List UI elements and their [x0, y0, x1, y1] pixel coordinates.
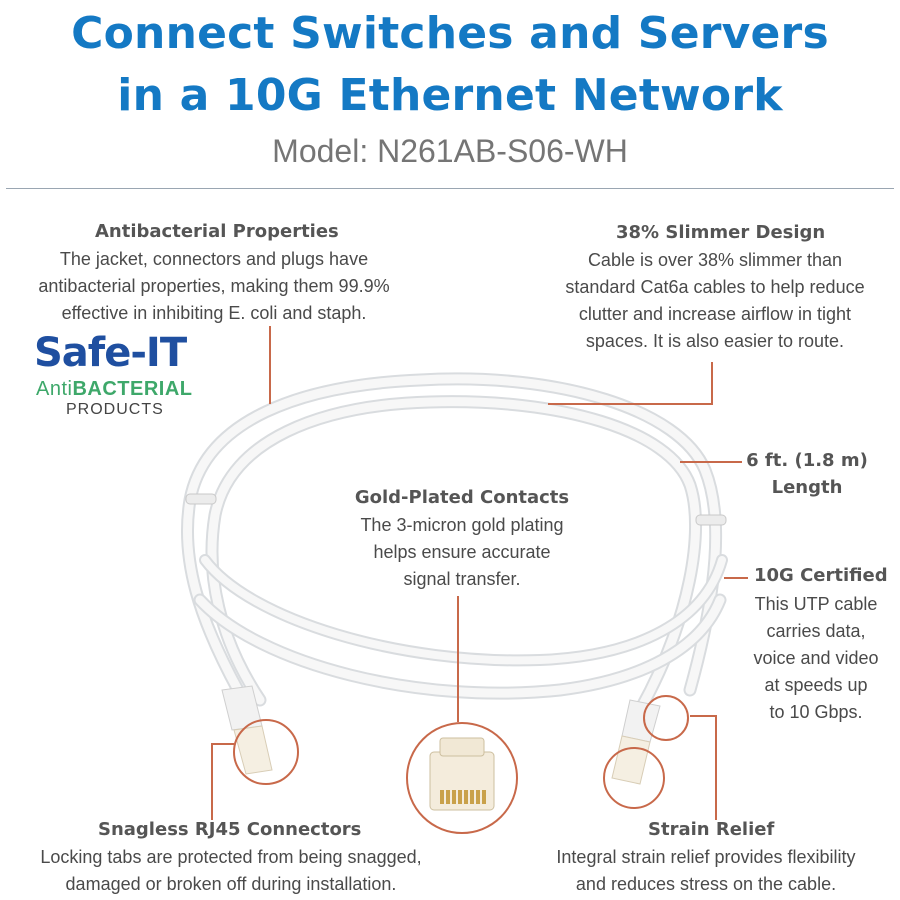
snagless-line: damaged or broken off during installatio…: [65, 874, 397, 894]
certified-text: This UTP cable carries data, voice and v…: [736, 591, 896, 726]
strain-relief-callout-circle: [643, 695, 689, 741]
safe-it-logo: Safe-IT: [34, 330, 187, 376]
gold-line: signal transfer.: [403, 569, 521, 589]
slimmer-title: 38% Slimmer Design: [616, 222, 826, 243]
length-value: 6 ft. (1.8 m): [746, 450, 868, 471]
strain-title: Strain Relief: [648, 819, 775, 840]
certified-line: voice and video: [753, 648, 879, 668]
antibacterial-line: effective in inhibiting E. coli and stap…: [61, 303, 367, 323]
snagless-title: Snagless RJ45 Connectors: [98, 819, 362, 840]
strain-text: Integral strain relief provides flexibil…: [514, 844, 898, 898]
slimmer-leader: [548, 362, 713, 405]
certified-line: to 10 Gbps.: [769, 702, 863, 722]
cable-tie-right: [695, 514, 727, 526]
snagless-line: Locking tabs are protected from being sn…: [40, 847, 422, 867]
certified-line: carries data,: [766, 621, 866, 641]
gold-line: helps ensure accurate: [373, 542, 551, 562]
antibacterial-title: Antibacterial Properties: [95, 221, 339, 242]
strain-line: and reduces stress on the cable.: [575, 874, 837, 894]
rj45-plug-closeup: [429, 737, 495, 811]
antibacterial-line: The jacket, connectors and plugs have: [59, 249, 369, 269]
slimmer-line: spaces. It is also easier to route.: [585, 331, 845, 351]
slimmer-line: Cable is over 38% slimmer than: [587, 250, 843, 270]
certified-line: This UTP cable: [754, 594, 878, 614]
model-number: Model: N261AB-S06-WH: [272, 133, 628, 169]
gold-line: The 3-micron gold plating: [360, 515, 564, 535]
gold-title: Gold-Plated Contacts: [354, 487, 570, 508]
headline-line-1: Connect Switches and Servers: [71, 8, 829, 59]
slimmer-text: Cable is over 38% slimmer than standard …: [530, 247, 900, 355]
headline-line-2: in a 10G Ethernet Network: [117, 70, 783, 121]
logo-sub-prefix: Anti: [36, 378, 73, 400]
strain-line: Integral strain relief provides flexibil…: [556, 847, 856, 867]
snagless-text: Locking tabs are protected from being sn…: [0, 844, 462, 898]
logo-antibacterial-text: AntiBACTERIAL: [36, 378, 193, 400]
divider: [6, 188, 894, 189]
strain-leader: [690, 715, 717, 820]
antibacterial-line: antibacterial properties, making them 99…: [38, 276, 390, 296]
slimmer-line: clutter and increase airflow in tight: [578, 304, 852, 324]
slimmer-line: standard Cat6a cables to help reduce: [565, 277, 865, 297]
certified-title: 10G Certified: [754, 565, 888, 586]
gold-text: The 3-micron gold plating helps ensure a…: [312, 512, 612, 593]
logo-products-text: PRODUCTS: [66, 401, 164, 418]
length-label: Length: [771, 477, 843, 498]
logo-sub-strong: BACTERIAL: [72, 378, 193, 400]
snagless-leader: [211, 743, 234, 820]
right-plug-callout-circle: [603, 747, 665, 809]
snagless-callout-circle: [233, 719, 299, 785]
antibacterial-text: The jacket, connectors and plugs have an…: [0, 246, 428, 327]
cable-tie-left: [185, 493, 217, 505]
certified-line: at speeds up: [764, 675, 868, 695]
